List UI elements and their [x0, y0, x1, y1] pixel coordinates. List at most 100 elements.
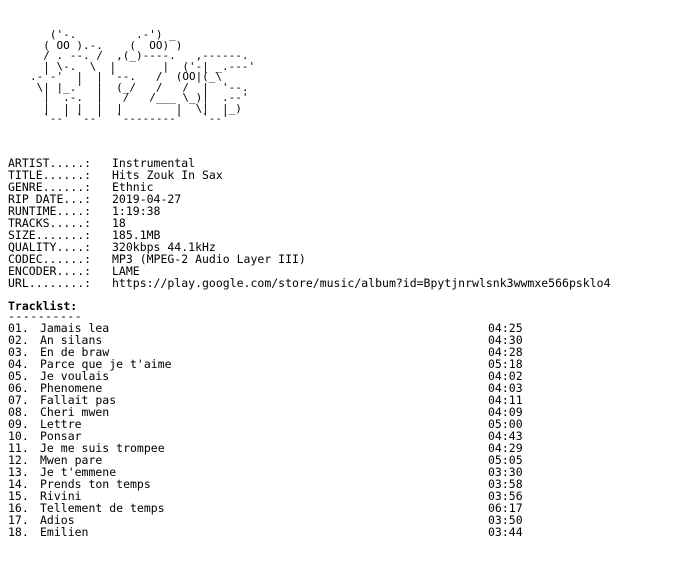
track-title: Ponsar [40, 429, 82, 443]
info-key: GENRE......: [8, 180, 92, 194]
info-row-url: URL........: https://play.google.com/sto… [8, 277, 696, 289]
info-key: SIZE.......: [8, 228, 92, 242]
track-title: Parce que je t'aime [40, 357, 172, 371]
info-key: TRACKS.....: [8, 216, 92, 230]
track-duration: 03:58 [488, 477, 523, 491]
track-duration: 03:50 [488, 513, 523, 527]
track-title: En de braw [40, 345, 110, 359]
track-number: 01. [8, 321, 29, 335]
info-value: Hits Zouk In Sax [112, 168, 223, 182]
track-row: 07. Fallait pas 04:11 [8, 394, 696, 406]
track-row: 06. Phenomene 04:03 [8, 382, 696, 394]
track-title: Je me suis trompee [40, 441, 165, 455]
track-title: Phenomene [40, 381, 103, 395]
track-duration: 03:44 [488, 525, 523, 539]
track-duration: 04:03 [488, 381, 523, 395]
track-duration: 04:29 [488, 441, 523, 455]
info-value: LAME [112, 264, 140, 278]
info-row-runtime: RUNTIME....: 1:19:38 [8, 205, 696, 217]
tracklist-divider: ---------- [8, 309, 83, 323]
track-title: Tellement de temps [40, 501, 165, 515]
track-row: 10. Ponsar 04:43 [8, 430, 696, 442]
track-title: Adios [40, 513, 75, 527]
info-row-title: TITLE......: Hits Zouk In Sax [8, 169, 696, 181]
track-number: 15. [8, 489, 29, 503]
info-row-quality: QUALITY....: 320kbps 44.1kHz [8, 241, 696, 253]
track-number: 13. [8, 465, 29, 479]
info-row-rip-date: RIP DATE...: 2019-04-27 [8, 193, 696, 205]
track-title: An silans [40, 333, 103, 347]
track-duration: 06:17 [488, 501, 523, 515]
track-number: 06. [8, 381, 29, 395]
info-value: 1:19:38 [112, 204, 161, 218]
track-number: 07. [8, 393, 29, 407]
info-value: Instrumental [112, 156, 196, 170]
track-number: 05. [8, 369, 29, 383]
track-duration: 05:05 [488, 453, 523, 467]
track-row: 11. Je me suis trompee 04:29 [8, 442, 696, 454]
info-key: RUNTIME....: [8, 204, 92, 218]
track-number: 10. [8, 429, 29, 443]
info-value: 185.1MB [112, 228, 161, 242]
track-number: 11. [8, 441, 29, 455]
track-duration: 04:28 [488, 345, 523, 359]
track-row: 01. Jamais lea 04:25 [8, 322, 696, 334]
info-value: 320kbps 44.1kHz [112, 240, 216, 254]
track-title: Cheri mwen [40, 405, 110, 419]
track-title: Rivini [40, 489, 82, 503]
track-row: 15. Rivini 03:56 [8, 490, 696, 502]
info-row-encoder: ENCODER....: LAME [8, 265, 696, 277]
track-title: Jamais lea [40, 321, 110, 335]
info-key: ARTIST.....: [8, 156, 92, 170]
track-title: Mwen pare [40, 453, 103, 467]
track-duration: 04:09 [488, 405, 523, 419]
info-value: 18 [112, 216, 126, 230]
track-duration: 04:25 [488, 321, 523, 335]
track-duration: 04:02 [488, 369, 523, 383]
track-duration: 04:11 [488, 393, 523, 407]
info-value: 2019-04-27 [112, 192, 182, 206]
info-value: Ethnic [112, 180, 154, 194]
track-number: 09. [8, 417, 29, 431]
track-number: 16. [8, 501, 29, 515]
info-row-codec: CODEC......: MP3 (MPEG-2 Audio Layer III… [8, 253, 696, 265]
track-row: 12. Mwen pare 05:05 [8, 454, 696, 466]
release-info: ARTIST.....: Instrumental TITLE......: H… [8, 157, 696, 289]
track-duration: 03:30 [488, 465, 523, 479]
track-row: 05. Je voulais 04:02 [8, 370, 696, 382]
info-row-artist: ARTIST.....: Instrumental [8, 157, 696, 169]
track-number: 08. [8, 405, 29, 419]
track-title: Emilien [40, 525, 89, 539]
ascii-logo: ('-. .-') _ ( OO ).-. ( OO) ) / . --. / … [30, 28, 256, 125]
track-duration: 05:18 [488, 357, 523, 371]
url-value: https://play.google.com/store/music/albu… [112, 276, 611, 290]
track-number: 04. [8, 357, 29, 371]
track-row: 18. Emilien 03:44 [8, 526, 696, 538]
info-key: RIP DATE...: [8, 192, 92, 206]
track-duration: 03:56 [488, 489, 523, 503]
track-title: Lettre [40, 417, 82, 431]
track-row: 16. Tellement de temps 06:17 [8, 502, 696, 514]
info-key: QUALITY....: [8, 240, 92, 254]
info-key: ENCODER....: [8, 264, 92, 278]
track-number: 02. [8, 333, 29, 347]
track-title: Je t'emmene [40, 465, 117, 479]
track-number: 18. [8, 525, 29, 539]
info-key: CODEC......: [8, 252, 92, 266]
track-row: 08. Cheri mwen 04:09 [8, 406, 696, 418]
track-duration: 04:43 [488, 429, 523, 443]
info-key: URL........: [8, 276, 92, 290]
tracklist: Tracklist: ---------- 01. Jamais lea 04:25… [8, 300, 696, 538]
info-row-size: SIZE.......: 185.1MB [8, 229, 696, 241]
tracklist-heading: Tracklist: [8, 299, 78, 313]
track-number: 12. [8, 453, 29, 467]
info-key: TITLE......: [8, 168, 92, 182]
track-title: Prends ton temps [40, 477, 151, 491]
track-title: Je voulais [40, 369, 110, 383]
track-title: Fallait pas [40, 393, 117, 407]
